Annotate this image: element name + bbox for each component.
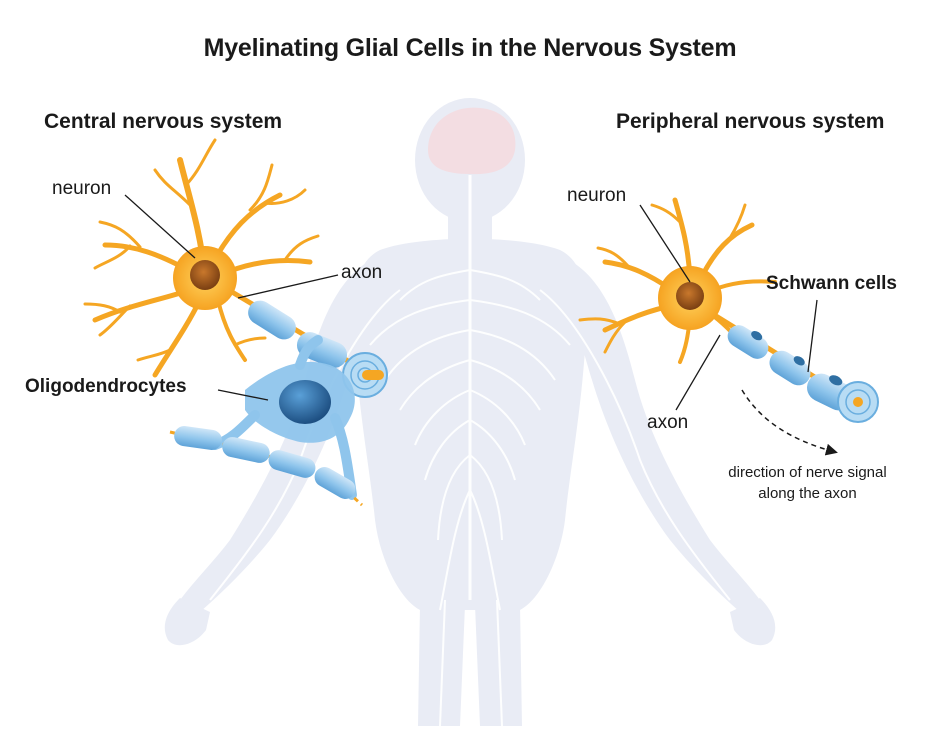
oligodendrocytes-label: Oligodendrocytes bbox=[25, 376, 187, 397]
diagram-title: Myelinating Glial Cells in the Nervous S… bbox=[203, 34, 737, 62]
schwann-cells bbox=[727, 325, 879, 423]
cns-neuron-label: neuron bbox=[52, 178, 112, 199]
leader-lines bbox=[124, 194, 818, 411]
brain-shape bbox=[428, 107, 516, 175]
pns-heading: Peripheral nervous system bbox=[616, 110, 885, 133]
signal-direction-arrow bbox=[741, 389, 838, 456]
cns-neuron bbox=[83, 138, 382, 383]
cns-myelin-lower bbox=[140, 421, 364, 507]
nerve-network bbox=[209, 175, 731, 727]
pns-neuron bbox=[578, 197, 862, 408]
oligodendrocyte bbox=[210, 335, 357, 500]
signal-note-line2: along the axon bbox=[758, 485, 857, 502]
pns-axon-label: axon bbox=[647, 412, 689, 433]
pns-neuron-label: neuron bbox=[567, 185, 627, 206]
signal-note-line1: direction of nerve signal bbox=[728, 464, 887, 481]
cns-heading: Central nervous system bbox=[44, 110, 283, 133]
signal-direction-note: direction of nerve signal along the axon bbox=[700, 462, 915, 504]
schwann-cells-label: Schwann cells bbox=[766, 273, 897, 294]
cns-axon-label: axon bbox=[341, 262, 383, 283]
